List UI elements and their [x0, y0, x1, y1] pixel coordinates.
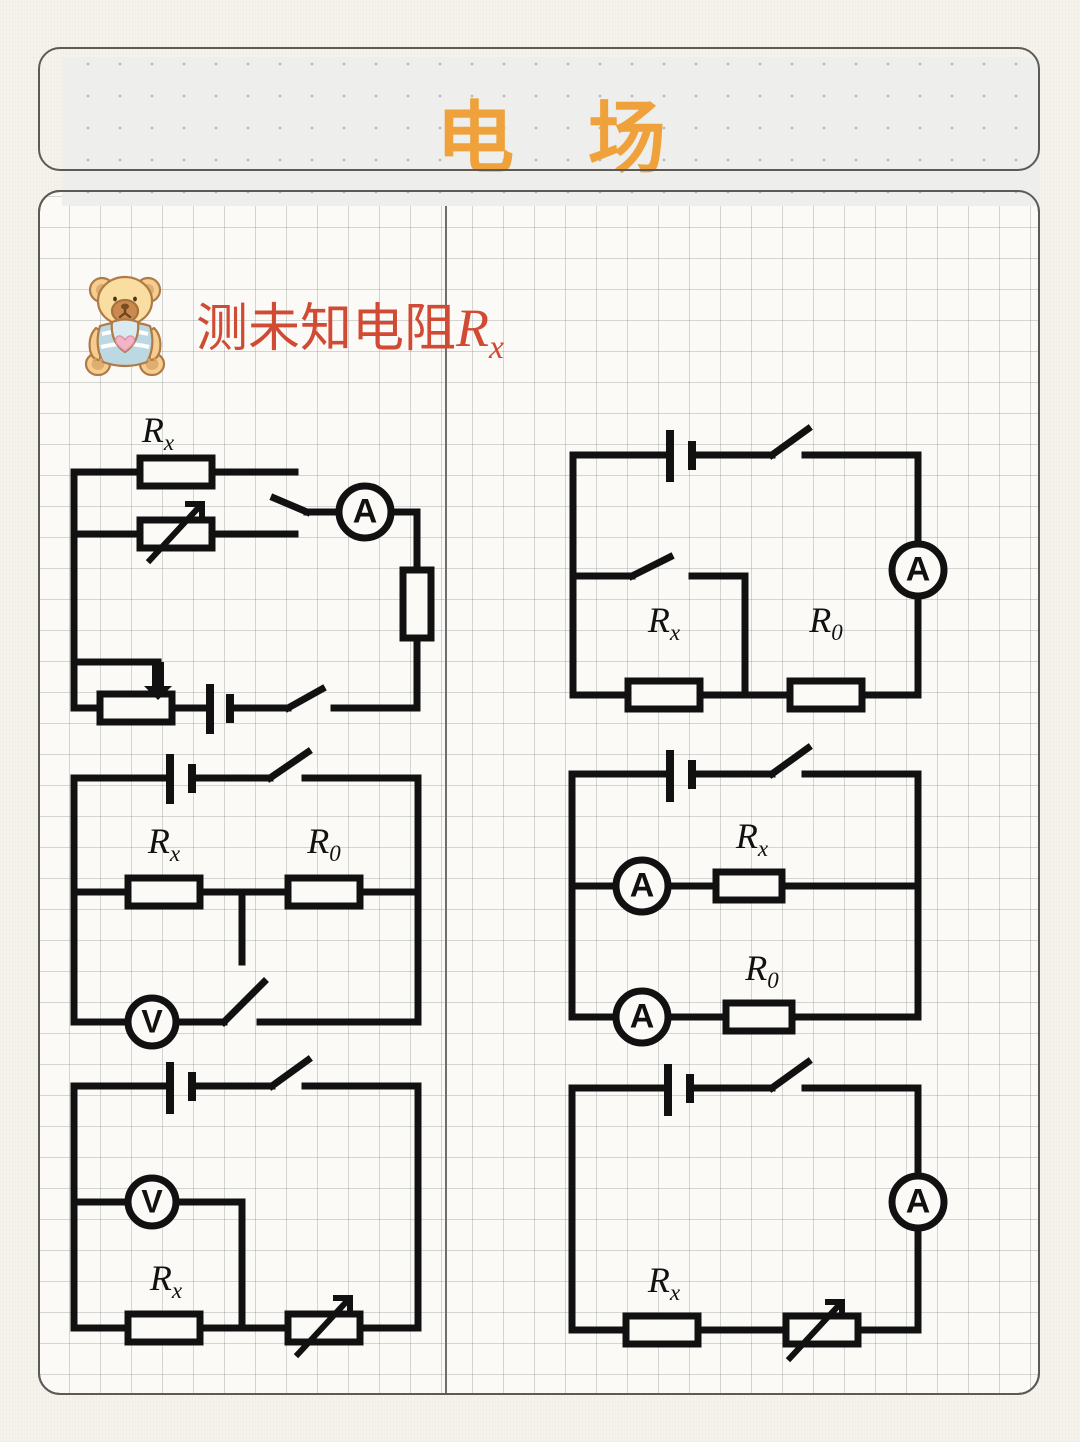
voltmeter-label-2: V — [141, 1183, 163, 1220]
circuit-diagram-3: Rx R0 — [70, 747, 422, 1050]
rx-symbol: Rx — [456, 298, 504, 366]
circuit-2-label-r0: R0 — [808, 600, 843, 645]
circuit-4-label-rx: Rx — [735, 816, 769, 861]
circuit-3-label-rx: Rx — [147, 821, 181, 866]
circuit-5-label-rx: Rx — [149, 1258, 183, 1303]
ammeter-label-4: A — [629, 997, 655, 1036]
circuit-diagram-4: Rx R0 — [568, 743, 922, 1047]
header-banner: 电 场 — [62, 58, 1040, 206]
ammeter-label-3: A — [629, 866, 655, 905]
circuit-2-label-rx: Rx — [647, 600, 681, 645]
page-title: 电 场 — [436, 94, 692, 182]
voltmeter-label-1: V — [141, 1003, 163, 1040]
circuit-1-label-rx: Rx — [141, 410, 175, 455]
ammeter-label-1: A — [352, 492, 378, 531]
teddy-bear-icon — [84, 275, 166, 377]
ammeter-label-5: A — [905, 1182, 931, 1221]
graph-paper-grid — [40, 192, 1038, 1393]
circuit-4-label-r0: R0 — [744, 948, 779, 993]
column-divider — [445, 192, 447, 1393]
section-title: 测未知电阻Rx — [196, 286, 504, 367]
circuit-3-label-r0: R0 — [306, 821, 341, 866]
circuit-6-label-rx: Rx — [647, 1260, 681, 1305]
circuit-diagram-1: Rx — [70, 410, 435, 734]
circuit-diagram-5: Rx — [70, 1055, 422, 1359]
circuit-diagram-6: Rx — [568, 1057, 948, 1363]
ammeter-label-2: A — [905, 550, 931, 589]
circuit-diagram-2: Rx R0 — [569, 424, 948, 713]
section-title-text: 测未知电阻 — [196, 300, 457, 358]
main-card — [38, 190, 1040, 1395]
